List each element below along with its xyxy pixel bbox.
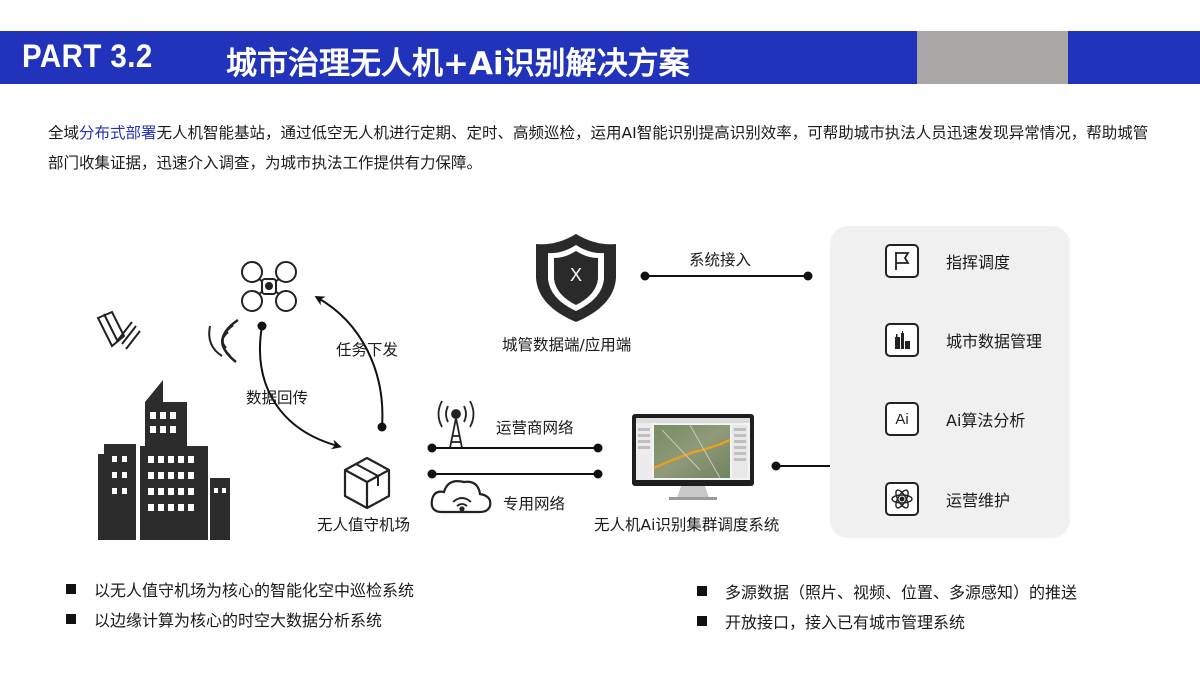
part-label: PART 3.2 (22, 38, 153, 74)
panel-item-operations[interactable]: 运营维护 (885, 481, 1070, 517)
private-line-left-dot (427, 469, 437, 479)
shield-label: 城管数据端/应用端 (502, 336, 632, 354)
function-panel (830, 226, 1070, 538)
panel-item-label: 运营维护 (946, 491, 1011, 510)
task-arrow (314, 296, 384, 428)
bullets-right: 多源数据（照片、视频、位置、多源感知）的推送 开放接口，接入已有城市管理系统 (697, 576, 1077, 636)
system-access-left-dot (640, 271, 650, 281)
panel-item-label: 城市数据管理 (946, 332, 1043, 351)
cloud-network-icon (430, 480, 492, 514)
bullet-square (66, 584, 76, 594)
carrier-network-label: 运营商网络 (496, 419, 574, 437)
carrier-line-left-dot (427, 443, 437, 453)
list-item: 多源数据（照片、视频、位置、多源感知）的推送 (697, 576, 1077, 606)
panel-item-ai-analysis[interactable]: Ai Ai算法分析 (885, 401, 1070, 437)
shield-icon (536, 234, 616, 322)
return-arrow (259, 325, 342, 450)
drone-icon (241, 261, 297, 312)
hangar-label: 无人值守机场 (317, 516, 411, 534)
system-access-right-dot (803, 271, 813, 281)
return-label: 数据回传 (246, 389, 309, 407)
list-item: 开放接口，接入已有城市管理系统 (697, 606, 1077, 636)
intro-prefix: 全域 (48, 124, 80, 142)
panel-item-label: 指挥调度 (946, 253, 1011, 272)
bullets-left: 以无人值守机场为核心的智能化空中巡检系统 以边缘计算为核心的时空大数据分析系统 (66, 574, 414, 634)
shield-letter: X (570, 265, 582, 285)
header-blue-block (1068, 31, 1200, 84)
private-line-right-dot (593, 469, 603, 479)
ai-icon: Ai (885, 402, 919, 436)
atom-icon (885, 482, 919, 516)
return-arrow-start-dot (257, 321, 267, 331)
list-item-text: 以边缘计算为核心的时空大数据分析系统 (94, 611, 383, 630)
header-bar (0, 31, 917, 84)
intro-rest: 无人机智能基站，通过低空无人机进行定期、定时、高频巡检，运用AI智能识别提高识别… (48, 124, 1149, 172)
ai-icon-text: Ai (895, 410, 909, 428)
page-title: 城市治理无人机+Ai识别解决方案 (226, 46, 690, 82)
task-arrow-start-dot (377, 422, 387, 432)
list-item-text: 开放接口，接入已有城市管理系统 (725, 613, 966, 632)
carrier-line-right-dot (593, 443, 603, 453)
bullet-square (697, 586, 707, 596)
panel-item-command[interactable]: 指挥调度 (885, 243, 1070, 279)
bullet-square (697, 616, 707, 626)
system-access-label: 系统接入 (689, 251, 752, 269)
flag-icon (885, 244, 919, 278)
list-item: 以边缘计算为核心的时空大数据分析系统 (66, 604, 414, 634)
dispatch-panel-left-dot (771, 461, 781, 471)
hangar-box-icon (343, 456, 391, 510)
panel-item-city-data[interactable]: 城市数据管理 (885, 322, 1070, 358)
intro-highlight: 分布式部署 (79, 124, 157, 142)
list-item: 以无人值守机场为核心的智能化空中巡检系统 (66, 574, 414, 604)
intro-paragraph: 全域分布式部署无人机智能基站，通过低空无人机进行定期、定时、高频巡检，运用AI智… (48, 118, 1158, 178)
city-buildings-icon (98, 380, 230, 540)
dispatch-monitor-icon (632, 414, 754, 500)
panel-item-label: Ai算法分析 (946, 411, 1026, 430)
city-data-icon (885, 323, 919, 357)
speaker-icon (96, 310, 141, 350)
signal-waves-icon (208, 319, 239, 363)
list-item-text: 多源数据（照片、视频、位置、多源感知）的推送 (725, 583, 1078, 602)
dispatch-label: 无人机Ai识别集群调度系统 (594, 516, 780, 534)
header-gray-block (917, 31, 1068, 84)
cell-tower-icon (437, 400, 475, 449)
bullet-square (66, 614, 76, 624)
list-item-text: 以无人值守机场为核心的智能化空中巡检系统 (94, 581, 415, 600)
private-network-label: 专用网络 (503, 495, 566, 513)
task-label: 任务下发 (336, 341, 399, 359)
